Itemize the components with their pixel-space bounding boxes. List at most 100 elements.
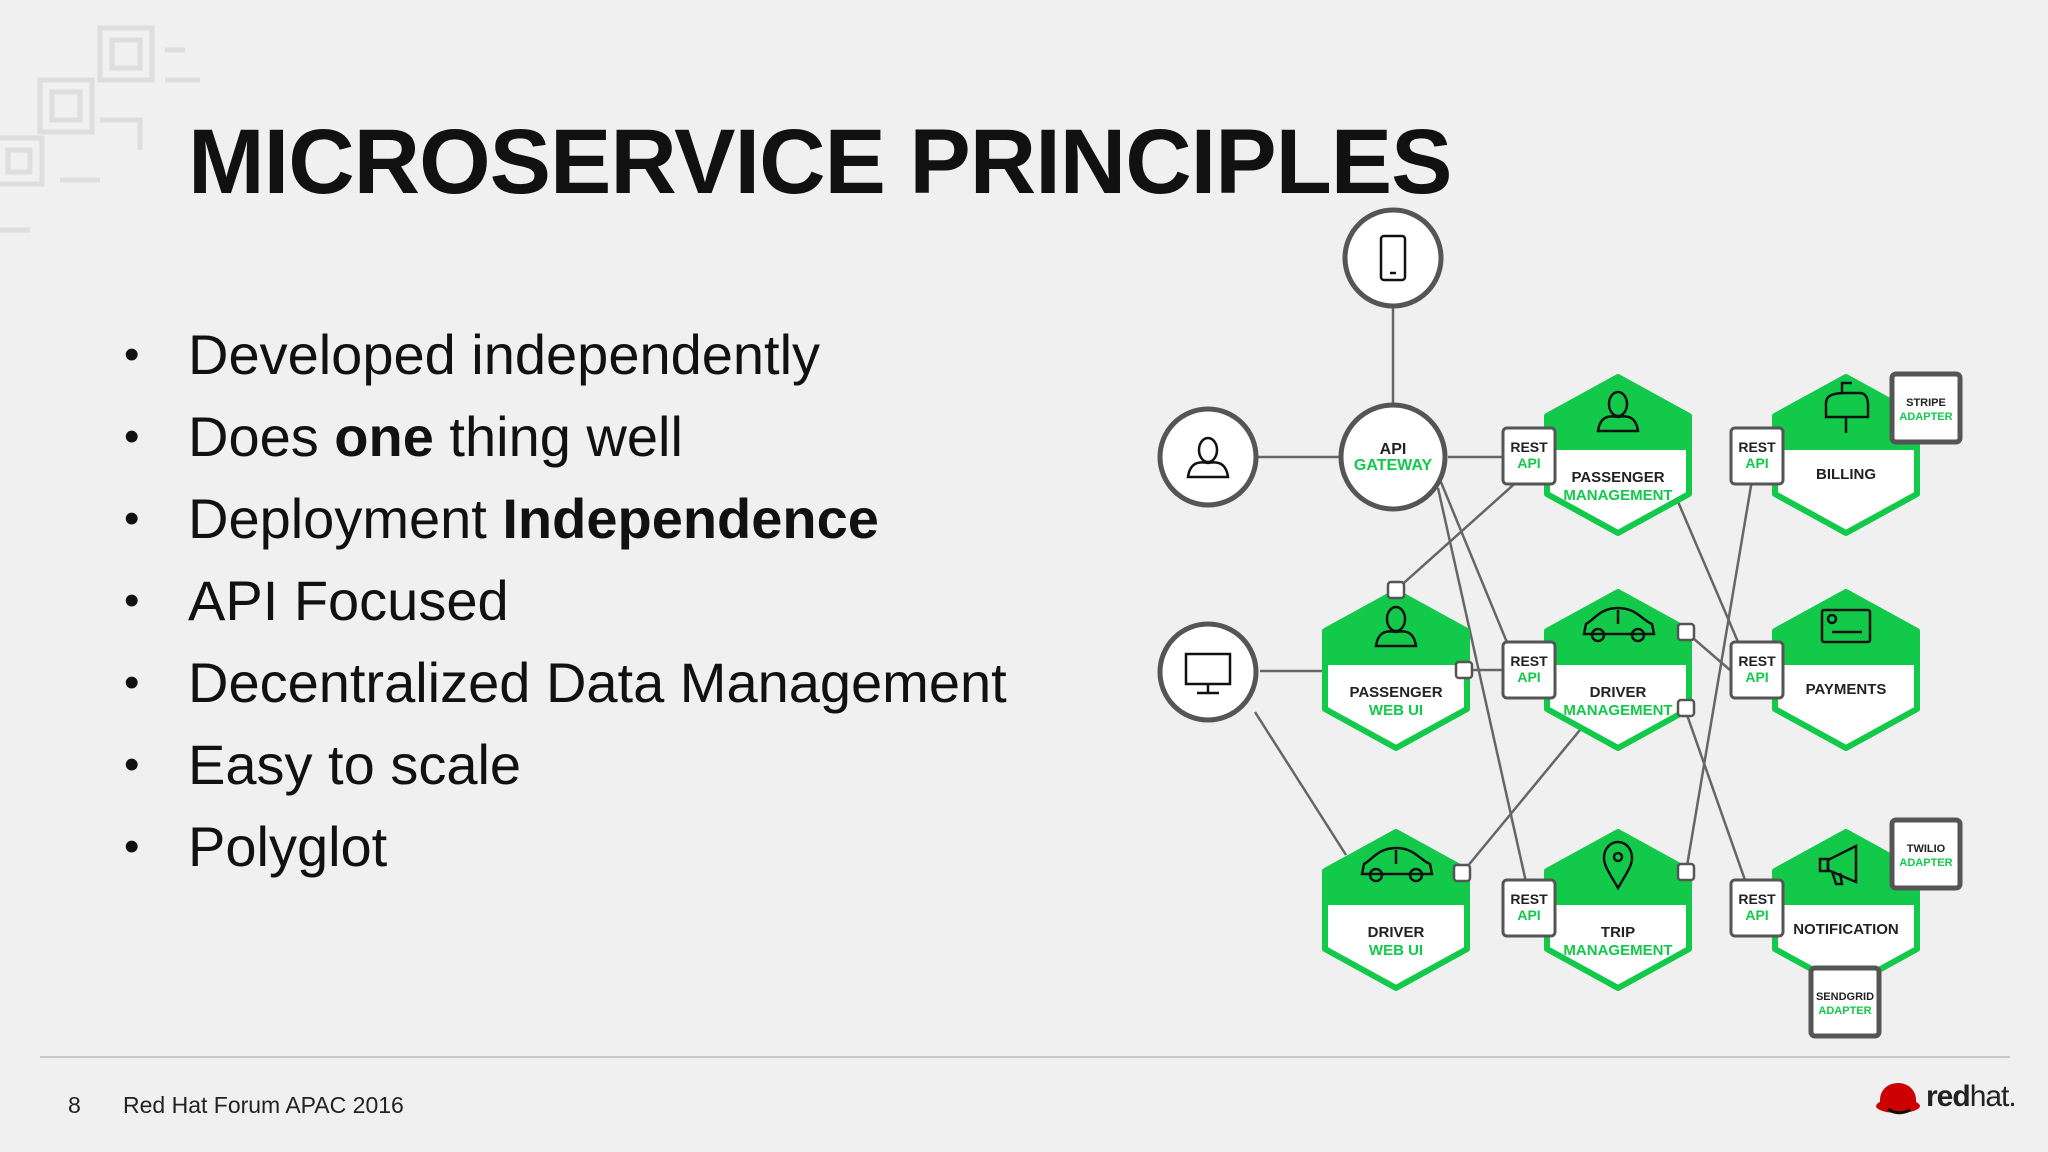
bullet-dot: • <box>124 330 140 379</box>
adapter-frame <box>1808 965 1882 1039</box>
bullet-text: Easy to scale <box>188 733 522 796</box>
bullet-item: • Easy to scale <box>110 724 1007 806</box>
bullet-dot: • <box>124 494 140 543</box>
adapter-name: SENDGRID <box>1816 991 1874 1003</box>
monitor-icon <box>1184 652 1232 695</box>
car-icon <box>1360 846 1434 883</box>
adapter-frame <box>1889 371 1963 445</box>
bullet-list: •Developed independently•Does one thing … <box>110 314 1007 888</box>
port-square <box>1676 622 1696 642</box>
port-square <box>1452 863 1472 883</box>
hexagon-outline <box>1544 374 1692 536</box>
connection-lines <box>1253 305 1754 901</box>
port-square <box>1676 698 1696 718</box>
rest-api-sublabel: API <box>1745 907 1768 923</box>
bullet-item: • API Focused <box>110 560 1007 642</box>
car-icon <box>1582 606 1656 643</box>
bullet-dot: • <box>124 822 140 871</box>
decorative-pattern <box>0 25 200 233</box>
bullet-dot: • <box>124 576 140 625</box>
redhat-shadowman-icon <box>1876 1083 1920 1115</box>
rest-api-frame <box>1729 640 1785 700</box>
client-circle <box>1342 207 1444 309</box>
port-square <box>1386 580 1406 600</box>
adapter-type: ADAPTER <box>1899 411 1952 423</box>
adapter-sendgrid: SENDGRID ADAPTER <box>1808 965 1882 1039</box>
rest-api-label: REST <box>1510 891 1548 907</box>
service-name: TRIP <box>1601 924 1635 941</box>
api-gateway-sublabel: GATEWAY <box>1354 457 1433 474</box>
map-pin-icon <box>1602 840 1634 891</box>
service-name: PASSENGER <box>1349 684 1442 701</box>
rest-api-frame <box>1501 426 1557 486</box>
adapter-stripe: STRIPE ADAPTER <box>1889 371 1963 445</box>
person-icon <box>1374 605 1418 648</box>
bullet-text: Does <box>188 405 335 468</box>
rest-api-sublabel: API <box>1517 669 1540 685</box>
rest-api-label: REST <box>1738 439 1776 455</box>
rest-api-label: REST <box>1738 653 1776 669</box>
adapter-frame <box>1889 817 1963 891</box>
bullet-dot: • <box>124 740 140 789</box>
rest-api-sublabel: API <box>1517 907 1540 923</box>
rest-api-label: REST <box>1510 653 1548 669</box>
adapter-name: TWILIO <box>1907 843 1946 855</box>
service-type: WEB UI <box>1369 942 1423 959</box>
mobile-phone-icon <box>1379 234 1407 282</box>
rest-api-sublabel: API <box>1517 455 1540 471</box>
redhat-logo: redhat. <box>1874 1076 2017 1122</box>
adapter-type: ADAPTER <box>1818 1005 1871 1017</box>
megaphone-icon <box>1818 843 1858 886</box>
bullet-emphasis: Independence <box>502 487 879 550</box>
service-name: PAYMENTS <box>1806 681 1887 698</box>
service-name: DRIVER <box>1368 924 1425 941</box>
hexagon-outline <box>1772 589 1920 751</box>
service-name: DRIVER <box>1590 684 1647 701</box>
rest-api-sublabel: API <box>1745 669 1768 685</box>
bullet-text: API Focused <box>188 569 509 632</box>
port-square <box>1676 862 1696 882</box>
port-square <box>1454 660 1474 680</box>
bullet-dot: • <box>124 658 140 707</box>
credit-card-icon <box>1820 608 1872 644</box>
service-name: NOTIFICATION <box>1793 921 1899 938</box>
service-type: MANAGEMENT <box>1563 942 1672 959</box>
client-user <box>1157 406 1259 508</box>
api-gateway-label: API <box>1380 441 1407 458</box>
connection-ports <box>1386 580 1696 883</box>
client-circle <box>1157 621 1259 723</box>
rest-api-frame <box>1501 878 1557 938</box>
service-type: WEB UI <box>1369 702 1423 719</box>
client-circle <box>1157 406 1259 508</box>
adapter-name: STRIPE <box>1906 397 1946 409</box>
person-icon <box>1596 390 1640 433</box>
bullet-item: •Developed independently <box>110 314 1007 396</box>
rest-api-label: REST <box>1738 891 1776 907</box>
service-type: MANAGEMENT <box>1563 702 1672 719</box>
logo-text-bold: red <box>1926 1080 1971 1113</box>
rest-api-label: REST <box>1510 439 1548 455</box>
api-gateway-circle <box>1338 402 1448 512</box>
service-payments: PAYMENTS <box>1772 589 1920 751</box>
bullet-text: Deployment <box>188 487 503 550</box>
client-mobile <box>1342 207 1444 309</box>
bullet-emphasis: one <box>334 405 434 468</box>
service-name: PASSENGER <box>1571 469 1664 486</box>
bullet-text: Polyglot <box>188 815 388 878</box>
footer-divider <box>40 1056 2010 1058</box>
service-name: BILLING <box>1816 466 1876 483</box>
rest-api-sublabel: API <box>1745 455 1768 471</box>
client-desktop <box>1157 621 1259 723</box>
bullet-text: Decentralized Data Management <box>188 651 1007 714</box>
